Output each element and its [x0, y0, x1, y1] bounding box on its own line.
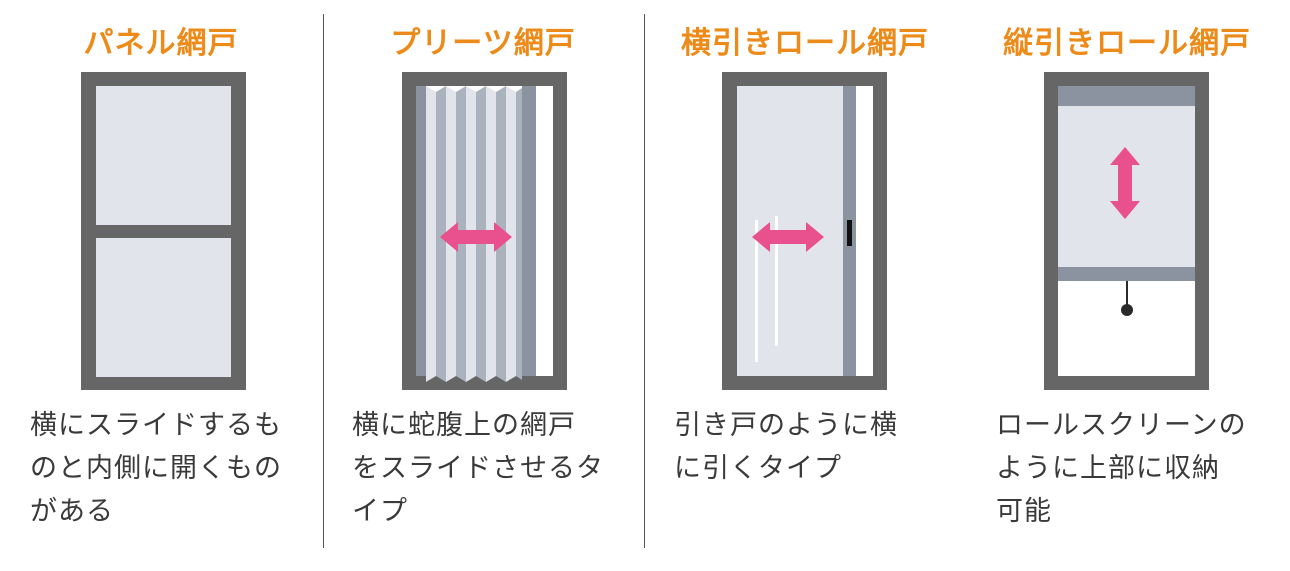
panel-description: 横に蛇腹上の網戸 をスライドさせるタ イプ [352, 410, 604, 527]
lower-screen [96, 238, 231, 377]
pull-cord [1126, 281, 1128, 309]
panel-title: プリーツ網戸 [390, 26, 576, 61]
column-divider [644, 14, 645, 548]
pleats [426, 86, 522, 382]
handle [847, 220, 852, 246]
pleat-edge-left [416, 86, 426, 376]
vertical-roll-illustration [1044, 72, 1209, 390]
panel-horizontal-roll-screen: 横引きロール網戸 引き戸のように横 に引くタイプ [644, 0, 966, 571]
panel-description: ロールスクリーンの ように上部に収納 可能 [996, 410, 1247, 527]
panel-pleated-screen: プリーツ網戸 横に蛇腹上の網戸 をスライドさせるタ イプ [322, 0, 644, 571]
pleated-screen-illustration [402, 72, 567, 390]
glare-line [755, 220, 758, 362]
panel-screen-illustration [81, 72, 246, 390]
double-arrow-horizontal-icon [440, 222, 512, 252]
double-arrow-vertical-icon [1110, 147, 1140, 219]
double-arrow-horizontal-icon [752, 222, 824, 252]
panel-description: 引き戸のように横 に引くタイプ [674, 410, 898, 484]
roll-housing [1058, 86, 1195, 106]
panel-title: 横引きロール網戸 [681, 26, 929, 61]
column-divider [323, 14, 324, 548]
panel-title: 縦引きロール網戸 [1003, 26, 1251, 61]
panel-vertical-roll-screen: 縦引きロール網戸 ロールスクリーンの ように上部に収納 可能 [966, 0, 1288, 571]
upper-screen [96, 86, 231, 225]
glare-line [775, 216, 778, 346]
pull-knob [1121, 304, 1133, 316]
panel-panel-screen: パネル網戸 横にスライドするも のと内側に開くもの がある [0, 0, 322, 571]
pull-bar [1058, 267, 1195, 281]
panel-title: パネル網戸 [83, 26, 239, 61]
pleat-handle-bar [522, 86, 536, 376]
horizontal-roll-illustration [722, 72, 887, 390]
panel-description: 横にスライドするも のと内側に開くもの がある [30, 410, 282, 527]
